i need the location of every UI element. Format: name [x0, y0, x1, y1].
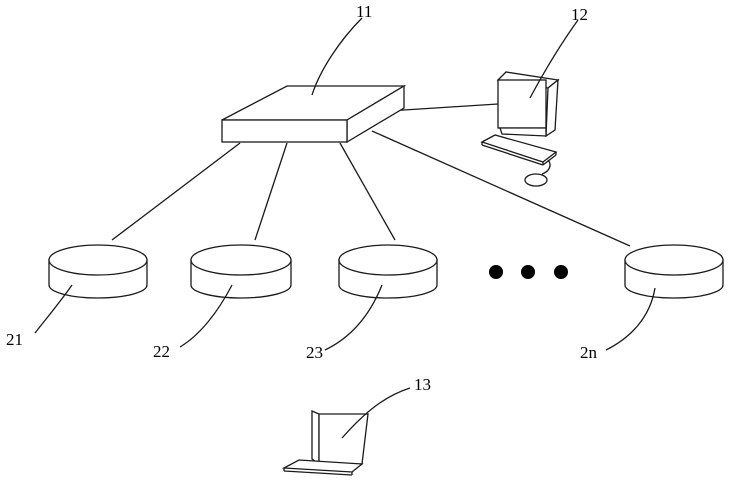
- label-23: 23: [306, 343, 323, 362]
- link-switch-disk-23: [340, 143, 395, 240]
- ellipsis-dot: [489, 265, 503, 279]
- label-12: 12: [571, 5, 588, 24]
- monitor-stand: [500, 128, 546, 136]
- label-13: 13: [414, 375, 431, 394]
- ellipsis-dots: [489, 265, 568, 279]
- disk-21: [49, 245, 147, 298]
- label-11: 11: [356, 2, 372, 21]
- disk-2n: [625, 245, 723, 298]
- switch-front-face: [222, 120, 347, 142]
- monitor-back: [546, 80, 558, 136]
- link-switch-disk-21: [112, 143, 240, 240]
- leader-21: [35, 285, 72, 333]
- desktop-computer-icon: [482, 72, 558, 186]
- laptop-screen-lid: [312, 411, 319, 464]
- disk-top: [339, 245, 437, 275]
- ellipsis-dot: [554, 265, 568, 279]
- label-2n: 2n: [580, 343, 598, 362]
- leader-11: [312, 18, 362, 95]
- disk-top: [191, 245, 291, 275]
- link-switch-disk-22: [255, 143, 287, 240]
- laptop-icon: [284, 411, 368, 475]
- ellipsis-dot: [521, 265, 535, 279]
- mouse: [525, 174, 547, 186]
- disk-22: [191, 245, 291, 298]
- label-21: 21: [6, 330, 23, 349]
- disk-23: [339, 245, 437, 298]
- disk-top: [625, 245, 723, 275]
- leader-2n: [606, 288, 655, 350]
- monitor-screen: [498, 80, 546, 128]
- reference-labels: 11 12 21 22 23 2n 13: [6, 2, 598, 394]
- disk-top: [49, 245, 147, 275]
- laptop-screen: [319, 414, 368, 464]
- label-22: 22: [153, 342, 170, 361]
